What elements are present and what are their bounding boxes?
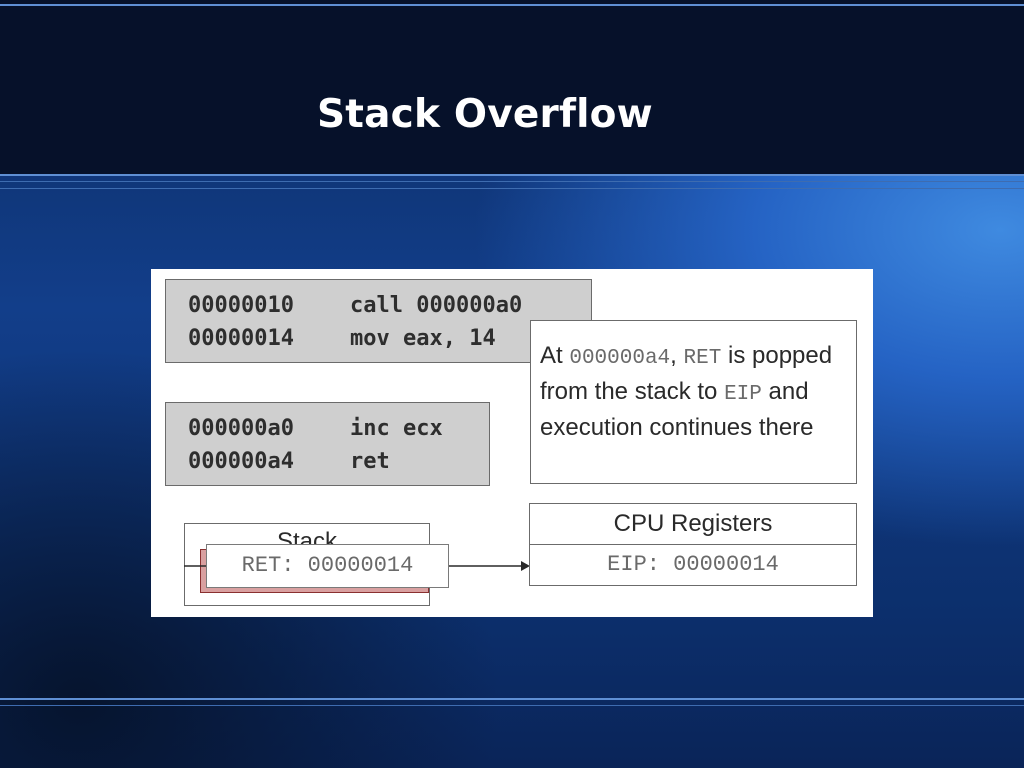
code-instruction: mov eax, 14 xyxy=(350,326,496,351)
note-eip: EIP xyxy=(724,383,762,406)
code-instruction: ret xyxy=(350,449,390,474)
arrow-stack-to-register xyxy=(184,561,530,571)
explanation-note: At 000000a4, RET is popped from the stac… xyxy=(530,320,857,484)
slide-title: Stack Overflow xyxy=(317,92,653,137)
arrow-head xyxy=(521,561,530,571)
code-address: 000000a4 xyxy=(188,449,294,474)
note-ret: RET xyxy=(683,347,722,370)
cpu-registers-box: CPU Registers EIP: 00000014 xyxy=(529,503,857,586)
code-instruction: call 000000a0 xyxy=(350,293,523,318)
code-line: 00000014 mov eax, 14 xyxy=(188,322,591,355)
top-divider-line xyxy=(0,4,1024,6)
note-text: and execution continues there xyxy=(540,378,814,441)
code-instruction: inc ecx xyxy=(350,416,443,441)
title-divider-line-tertiary xyxy=(0,188,1024,189)
footer-divider-line-secondary xyxy=(0,705,1024,706)
note-text: , xyxy=(670,342,684,369)
eip-register-value: EIP: 00000014 xyxy=(607,552,779,577)
note-text: At xyxy=(540,342,570,369)
note-text: is popped from the stack to xyxy=(540,342,833,405)
title-band xyxy=(0,0,1024,174)
code-block-call: 00000010 call 000000a0 00000014 mov eax, 1… xyxy=(165,279,592,363)
code-line: 00000010 call 000000a0 xyxy=(188,289,591,322)
code-line: 000000a0 inc ecx xyxy=(188,412,489,445)
note-address: 000000a4 xyxy=(569,347,671,370)
cpu-registers-title: CPU Registers xyxy=(530,504,856,545)
title-divider-line-secondary xyxy=(0,181,1024,182)
code-line: 000000a4 ret xyxy=(188,445,489,478)
code-address: 00000014 xyxy=(188,326,294,351)
code-block-function: 000000a0 inc ecx 000000a4 ret xyxy=(165,402,490,486)
stack-diagram: 00000010 call 000000a0 00000014 mov eax, 1… xyxy=(151,269,873,617)
footer-divider-line xyxy=(0,698,1024,700)
stack-entry-ret: RET: 00000014 xyxy=(206,544,449,588)
title-divider-line xyxy=(0,174,1024,176)
code-address: 00000010 xyxy=(188,293,294,318)
code-address: 000000a0 xyxy=(188,416,294,441)
